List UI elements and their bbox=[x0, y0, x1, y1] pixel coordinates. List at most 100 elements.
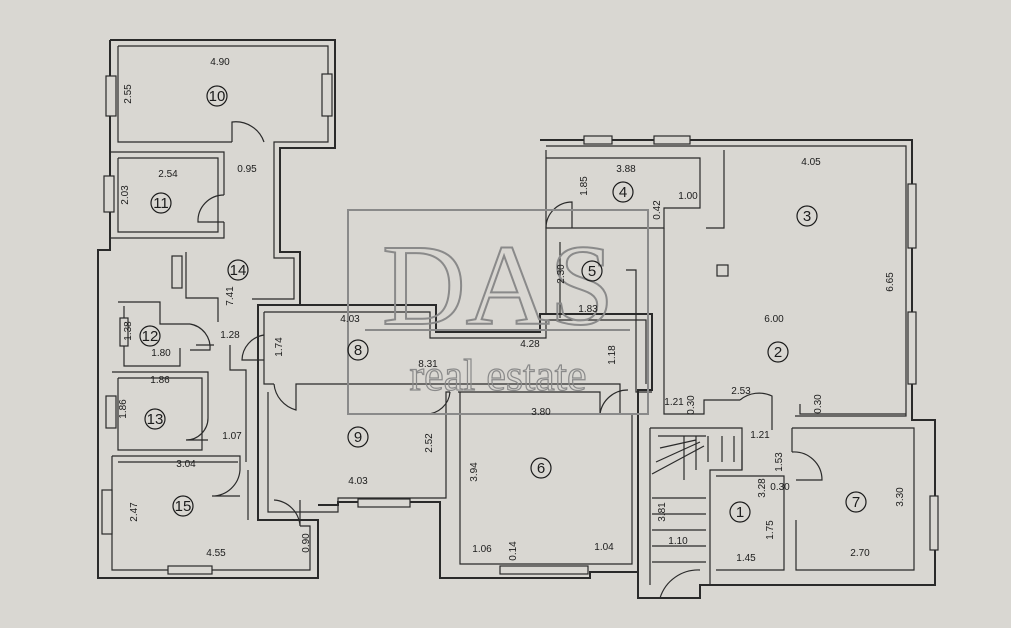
dimension-label: 4.03 bbox=[348, 476, 368, 487]
dimension-label: 1.07 bbox=[222, 431, 242, 442]
walls-right-wing bbox=[540, 139, 936, 599]
dimension-label: 1.38 bbox=[123, 321, 134, 341]
room-marker-12: 12 bbox=[139, 325, 161, 347]
dimension-label: 6.00 bbox=[764, 314, 784, 325]
watermark-brand: DAS bbox=[382, 222, 614, 350]
room-number: 2 bbox=[774, 344, 782, 361]
dimension-label: 0.42 bbox=[652, 200, 663, 220]
room-marker-5: 5 bbox=[581, 260, 603, 282]
room-circle bbox=[206, 85, 228, 107]
dimension-label: 1.53 bbox=[774, 452, 785, 472]
room-marker-2: 2 bbox=[767, 341, 789, 363]
watermark-frame bbox=[347, 209, 649, 415]
room-marker-10: 10 bbox=[206, 85, 228, 107]
dimension-label: 0.90 bbox=[301, 533, 312, 553]
room-marker-7: 7 bbox=[845, 491, 867, 513]
dimension-label: 2.70 bbox=[850, 548, 870, 559]
room-circle bbox=[347, 339, 369, 361]
room-circle bbox=[612, 181, 634, 203]
room-number: 14 bbox=[230, 262, 247, 279]
dimension-label: 1.80 bbox=[151, 348, 171, 359]
room-circle bbox=[796, 205, 818, 227]
room-circle bbox=[530, 457, 552, 479]
dimension-label: 0.30 bbox=[686, 395, 697, 415]
dimension-label: 1.83 bbox=[578, 304, 598, 315]
room-number: 9 bbox=[354, 429, 362, 446]
room-circle bbox=[767, 341, 789, 363]
room-circle bbox=[729, 501, 751, 523]
room-marker-4: 4 bbox=[612, 181, 634, 203]
dimension-label: 4.03 bbox=[340, 314, 360, 325]
dimension-label: 1.06 bbox=[472, 544, 492, 555]
dimension-label: 0.30 bbox=[813, 394, 824, 414]
room-number: 11 bbox=[153, 195, 169, 212]
room-circle bbox=[139, 325, 161, 347]
dimension-label: 1.86 bbox=[118, 399, 129, 419]
windows bbox=[101, 73, 939, 575]
walls-left-wing bbox=[97, 39, 336, 579]
dimension-label: 2.47 bbox=[129, 502, 140, 522]
dimension-label: 3.81 bbox=[657, 502, 668, 522]
dimension-label: 1.86 bbox=[150, 375, 170, 386]
watermark: DAS real estate bbox=[347, 209, 649, 415]
room-number: 10 bbox=[209, 88, 226, 105]
room-circle bbox=[581, 260, 603, 282]
room-circle bbox=[347, 426, 369, 448]
room-number: 7 bbox=[852, 494, 860, 511]
room-circle bbox=[150, 192, 172, 214]
room-marker-1: 1 bbox=[729, 501, 751, 523]
room-marker-11: 11 bbox=[150, 192, 172, 214]
room-marker-14: 14 bbox=[227, 259, 249, 281]
dimension-label: 0.95 bbox=[237, 164, 257, 175]
room-marker-13: 13 bbox=[144, 408, 166, 430]
dimension-label: 1.10 bbox=[668, 536, 688, 547]
room-circle bbox=[172, 495, 194, 517]
dimension-label: 4.28 bbox=[520, 339, 540, 350]
doors bbox=[185, 121, 823, 599]
room-marker-3: 3 bbox=[796, 205, 818, 227]
room-number: 3 bbox=[803, 208, 811, 225]
dimension-label: 1.28 bbox=[220, 330, 240, 341]
stair-treads bbox=[651, 435, 735, 563]
room-number: 15 bbox=[175, 498, 192, 515]
room-number: 5 bbox=[588, 263, 596, 280]
dimension-label: 1.45 bbox=[736, 553, 756, 564]
dimension-label: 0.30 bbox=[770, 482, 790, 493]
dimension-label: 1.21 bbox=[750, 430, 770, 441]
dimension-label: 3.04 bbox=[176, 459, 196, 470]
dimension-label: 4.55 bbox=[206, 548, 226, 559]
room-number: 6 bbox=[537, 460, 545, 477]
column-marker bbox=[716, 264, 729, 277]
dimension-label: 4.05 bbox=[801, 157, 821, 168]
room-circle bbox=[227, 259, 249, 281]
dimension-label: 1.00 bbox=[678, 191, 698, 202]
dimension-label: 3.88 bbox=[616, 164, 636, 175]
room-marker-9: 9 bbox=[347, 426, 369, 448]
room-marker-6: 6 bbox=[530, 457, 552, 479]
room-circle bbox=[845, 491, 867, 513]
dimension-label: 3.30 bbox=[895, 487, 906, 507]
dimension-label: 4.90 bbox=[210, 57, 230, 68]
room-marker-8: 8 bbox=[347, 339, 369, 361]
dimension-label: 2.53 bbox=[731, 386, 751, 397]
room-number: 1 bbox=[736, 504, 744, 521]
dimension-label: 3.94 bbox=[469, 462, 480, 482]
dimension-label: 2.30 bbox=[556, 264, 567, 284]
dimension-label: 1.18 bbox=[607, 345, 618, 365]
dimension-label: 0.14 bbox=[508, 541, 519, 561]
dimension-label: 8.31 bbox=[418, 359, 438, 370]
dimension-label: 3.80 bbox=[531, 407, 551, 418]
dimension-label: 1.75 bbox=[765, 520, 776, 540]
dimension-label: 1.04 bbox=[594, 542, 614, 553]
room-number: 4 bbox=[619, 184, 627, 201]
dimension-label: 6.65 bbox=[885, 272, 896, 292]
dimension-label: 1.21 bbox=[664, 397, 684, 408]
room-number: 12 bbox=[142, 328, 159, 345]
room-number: 13 bbox=[147, 411, 164, 428]
room-number: 8 bbox=[354, 342, 362, 359]
dimension-label: 2.55 bbox=[123, 84, 134, 104]
